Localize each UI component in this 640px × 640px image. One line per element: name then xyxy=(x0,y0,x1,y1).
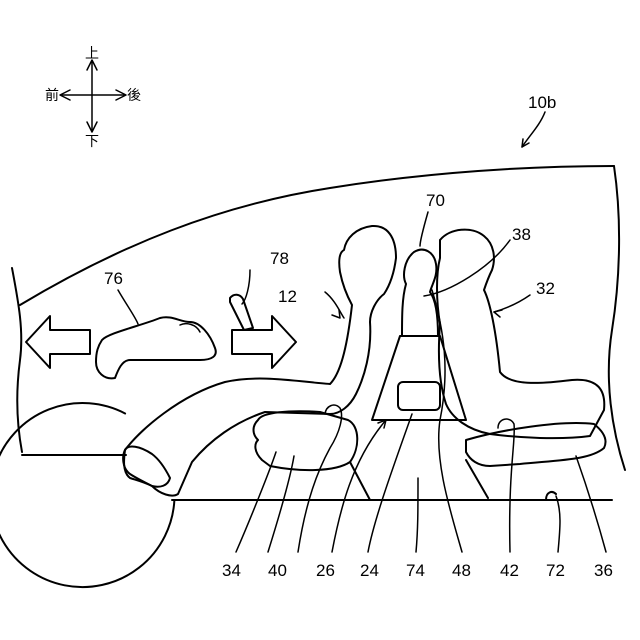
label-42: 42 xyxy=(500,561,519,580)
front-tire xyxy=(0,403,174,587)
direction-rear-label: 後 xyxy=(127,88,141,104)
label-40: 40 xyxy=(268,561,287,580)
label-78: 78 xyxy=(270,249,289,268)
vehicle-body xyxy=(0,166,625,587)
front-break-line xyxy=(12,268,22,452)
label-24: 24 xyxy=(360,561,379,580)
label-48: 48 xyxy=(452,561,471,580)
label-34: 34 xyxy=(222,561,241,580)
front-seat-leg-74 xyxy=(350,462,370,500)
label-74: 74 xyxy=(406,561,425,580)
label-72: 72 xyxy=(546,561,565,580)
front-pad-76 xyxy=(96,317,216,378)
center-console-26 xyxy=(372,336,466,420)
display-24 xyxy=(398,382,440,410)
label-12: 12 xyxy=(278,287,297,306)
direction-indicator: 上 下 前 後 xyxy=(45,46,141,150)
direction-up-label: 上 xyxy=(85,46,99,62)
lead-line-40 xyxy=(298,405,342,552)
rear-seat-cushion-36 xyxy=(466,423,606,466)
lead-line-42 xyxy=(498,419,514,552)
label-70: 70 xyxy=(426,191,445,210)
label-26: 26 xyxy=(316,561,335,580)
direction-down-label: 下 xyxy=(85,134,99,150)
label-38: 38 xyxy=(512,225,531,244)
front-occupant-foot xyxy=(123,447,170,487)
figure-reference-leader xyxy=(522,112,545,147)
figure-reference-label: 10b xyxy=(528,93,556,112)
label-36: 36 xyxy=(594,561,613,580)
rear-break-line xyxy=(609,166,625,470)
label-32: 32 xyxy=(536,279,555,298)
forward-arrow xyxy=(26,316,90,368)
label-76: 76 xyxy=(104,269,123,288)
direction-front-label: 前 xyxy=(45,87,59,104)
lever-78 xyxy=(230,295,253,330)
